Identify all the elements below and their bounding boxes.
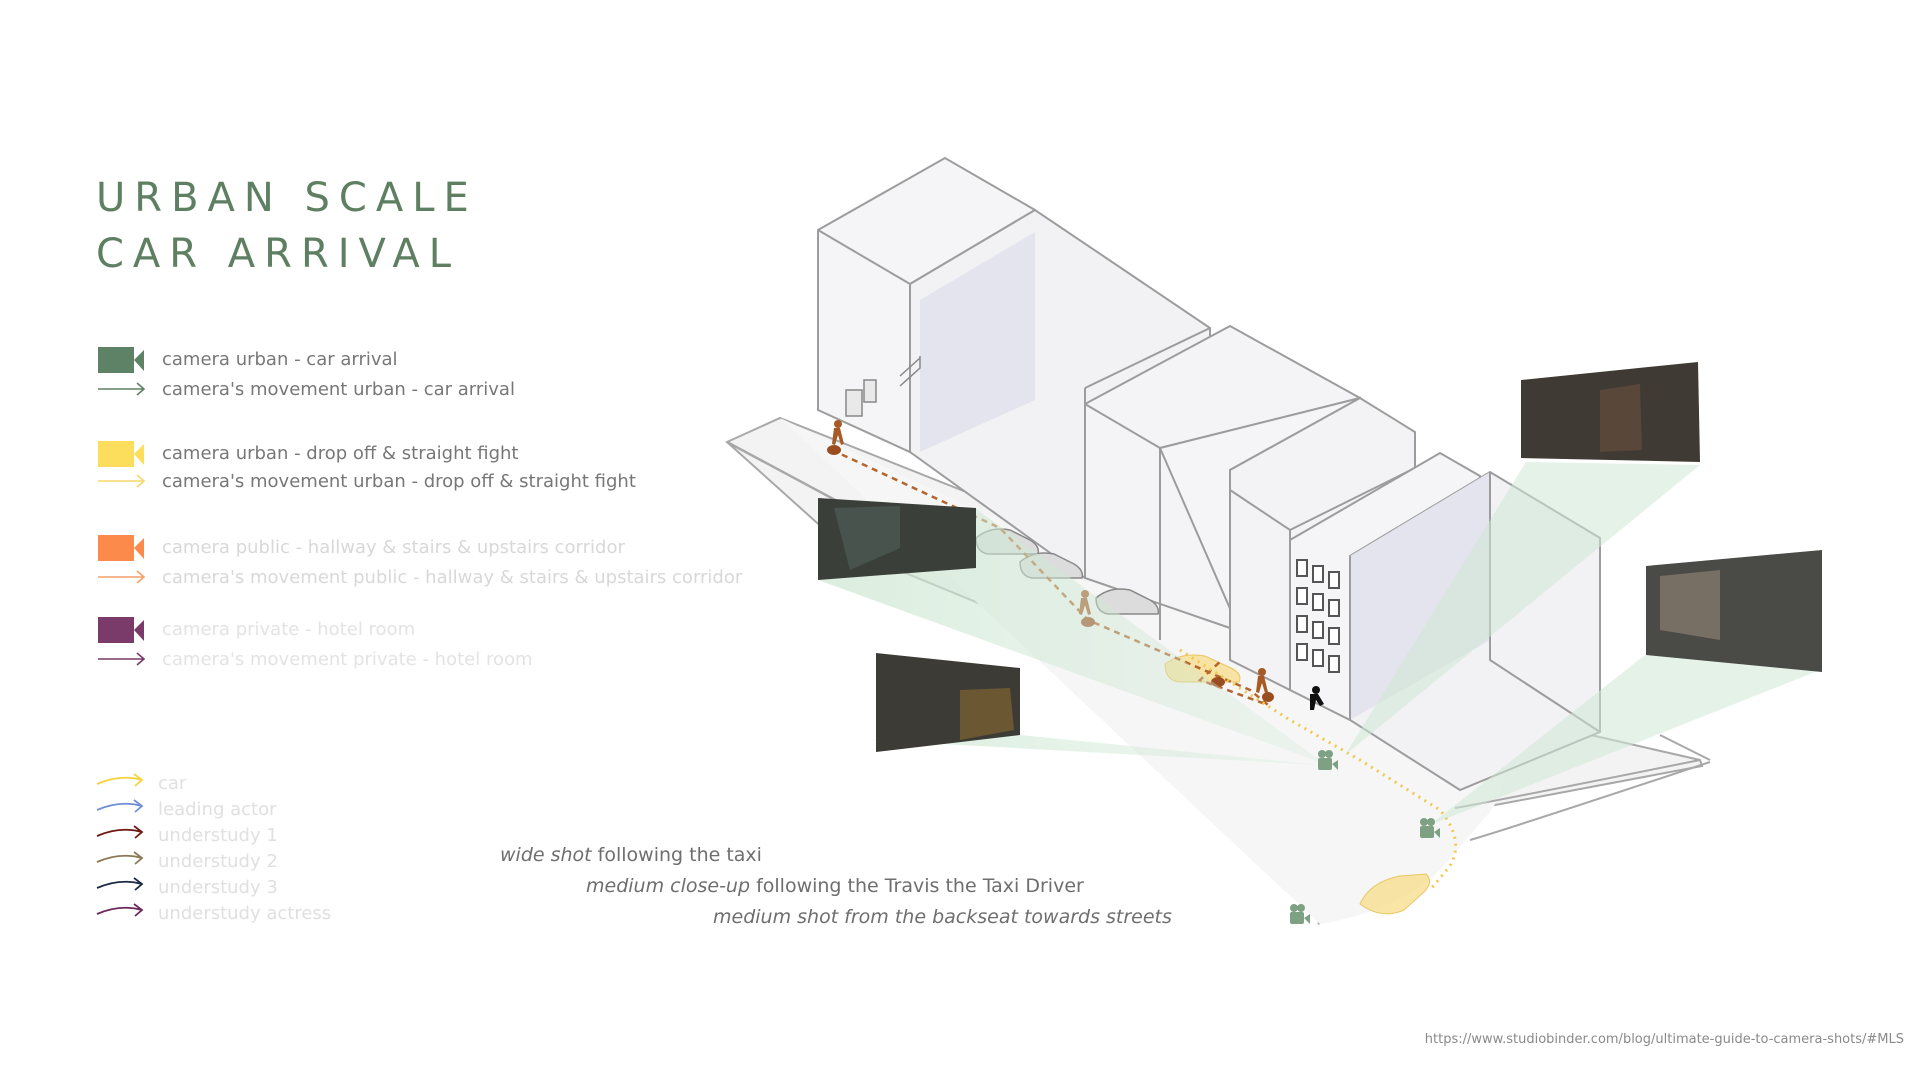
video-camera-icon [1318,750,1338,770]
arrow-path [98,382,146,396]
video-camera-icon [1420,818,1440,838]
actor-arrow-path [96,773,144,787]
video-camera-icon [96,532,148,562]
legend-label: camera's movement public - hallway & sta… [162,566,743,588]
caption-shot-type: wide shot [500,844,592,866]
actor-item-understudy-actress: understudy actress [96,900,331,926]
actor-arrow-path [96,851,144,865]
curved-arrow-icon [96,849,146,873]
actor-arrow-path [96,799,144,813]
curved-arrow-icon [96,771,146,795]
actor-label: leading actor [158,798,277,820]
legend-item-camera-urban-drop-off: camera urban - drop off & straight fight [96,438,519,468]
actor-arrow-path [96,825,144,839]
camera-body [98,535,134,561]
caption-description: following the taxi [591,844,762,866]
camera-lens [134,538,144,559]
curved-arrow-icon [96,797,146,821]
actor-item-understudy-2: understudy 2 [96,848,278,874]
video-camera-icon [96,614,148,644]
camera-lens [134,620,144,641]
curved-arrow-icon [96,875,146,899]
arrow-path [98,474,146,488]
building-windows [1296,559,1340,673]
actor-item-understudy-1: understudy 1 [96,822,278,848]
page-title: URBAN SCALE CAR ARRIVAL [96,170,478,282]
video-camera-icon [96,438,148,468]
title-line-1: URBAN SCALE [96,175,478,221]
curved-arrow-icon [96,823,146,847]
actor-item-leading-actor: leading actor [96,796,277,822]
camera-lens [134,350,144,371]
legend-label: camera's movement urban - drop off & str… [162,470,636,492]
legend-item-movement-urban-car-arrival: camera's movement urban - car arrival [96,374,515,404]
legend-label: camera private - hotel room [162,618,416,640]
camera-body [98,617,134,643]
arrow-right-icon [96,644,148,674]
actor-label: understudy 3 [158,876,278,898]
legend-item-camera-public: camera public - hallway & stairs & upsta… [96,532,625,562]
legend-label: camera public - hallway & stairs & upsta… [162,536,625,558]
caption-shot-type: medium close-up [586,875,751,897]
legend-label: camera's movement urban - car arrival [162,378,515,400]
camera-lens [134,444,144,465]
title-line-2: CAR ARRIVAL [96,231,460,277]
arrow-right-icon [96,562,148,592]
arrow-path [98,570,146,584]
video-camera-icon [1290,904,1310,924]
legend-item-movement-public: camera's movement public - hallway & sta… [96,562,742,592]
actor-label: understudy 2 [158,850,278,872]
arrow-right-icon [96,466,148,496]
legend-label: camera's movement private - hotel room [162,648,533,670]
legend-item-movement-urban-drop-off: camera's movement urban - drop off & str… [96,466,636,496]
view-cone-2 [870,735,1320,765]
legend-label: camera urban - car arrival [162,348,398,370]
arrow-path [98,652,146,666]
actor-figure-1 [832,428,844,445]
camera-markers [1290,750,1440,924]
legend-item-movement-private: camera's movement private - hotel room [96,644,533,674]
actor-label: understudy 1 [158,824,278,846]
curved-arrow-icon [96,901,146,925]
source-url: https://www.studiobinder.com/blog/ultima… [1424,1032,1904,1047]
actor-arrow-path [96,903,144,917]
actor-item-car: car [96,770,186,796]
actor-figure-black [1310,686,1324,710]
caption-wide-shot: wide shot following the taxi [500,844,762,866]
caption-shot-type: medium shot from the backseat towards st… [713,906,1172,928]
caption-medium-shot: medium shot from the backseat towards st… [713,906,1172,928]
actor-label: understudy actress [158,902,332,924]
camera-view-cones [818,462,1820,825]
actor-figure-3 [1256,676,1268,693]
legend-item-camera-private: camera private - hotel room [96,614,415,644]
actor-arrow-path [96,877,144,891]
actor-label: car [158,772,187,794]
view-cone-4 [1430,655,1820,825]
film-stills [818,362,1822,752]
camera-body [98,347,134,373]
taxi-2 [1359,873,1430,915]
view-cone-3 [1345,462,1700,755]
cross-street-edge [1659,734,1711,761]
video-camera-icon [96,344,148,374]
entrance-stairs [845,356,921,417]
caption-medium-close-up: medium close-up following the Travis the… [586,875,1084,897]
view-cone-1 [818,508,1325,764]
actor-item-understudy-3: understudy 3 [96,874,278,900]
legend-item-camera-urban-car-arrival: camera urban - car arrival [96,344,398,374]
arrow-right-icon [96,374,148,404]
caption-description: following the Travis the Taxi Driver [750,875,1084,897]
legend-label: camera urban - drop off & straight fight [162,442,519,464]
camera-body [98,441,134,467]
